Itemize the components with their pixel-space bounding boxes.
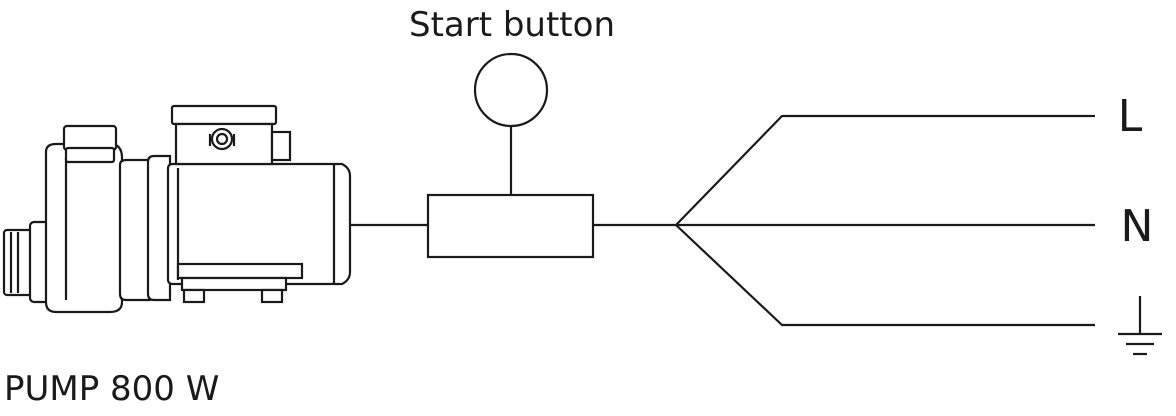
line-wire [675, 114, 1095, 226]
pump-label: PUMP 800 W [4, 369, 219, 409]
terminal-label-neutral: N [1121, 201, 1154, 252]
start-button [473, 52, 549, 128]
ground-icon [1118, 296, 1162, 356]
terminal-label-line: L [1118, 91, 1143, 142]
pump-icon [2, 104, 352, 314]
start-button-label: Start button [409, 5, 615, 45]
control-box [426, 193, 595, 259]
earth-wire [675, 224, 1095, 327]
